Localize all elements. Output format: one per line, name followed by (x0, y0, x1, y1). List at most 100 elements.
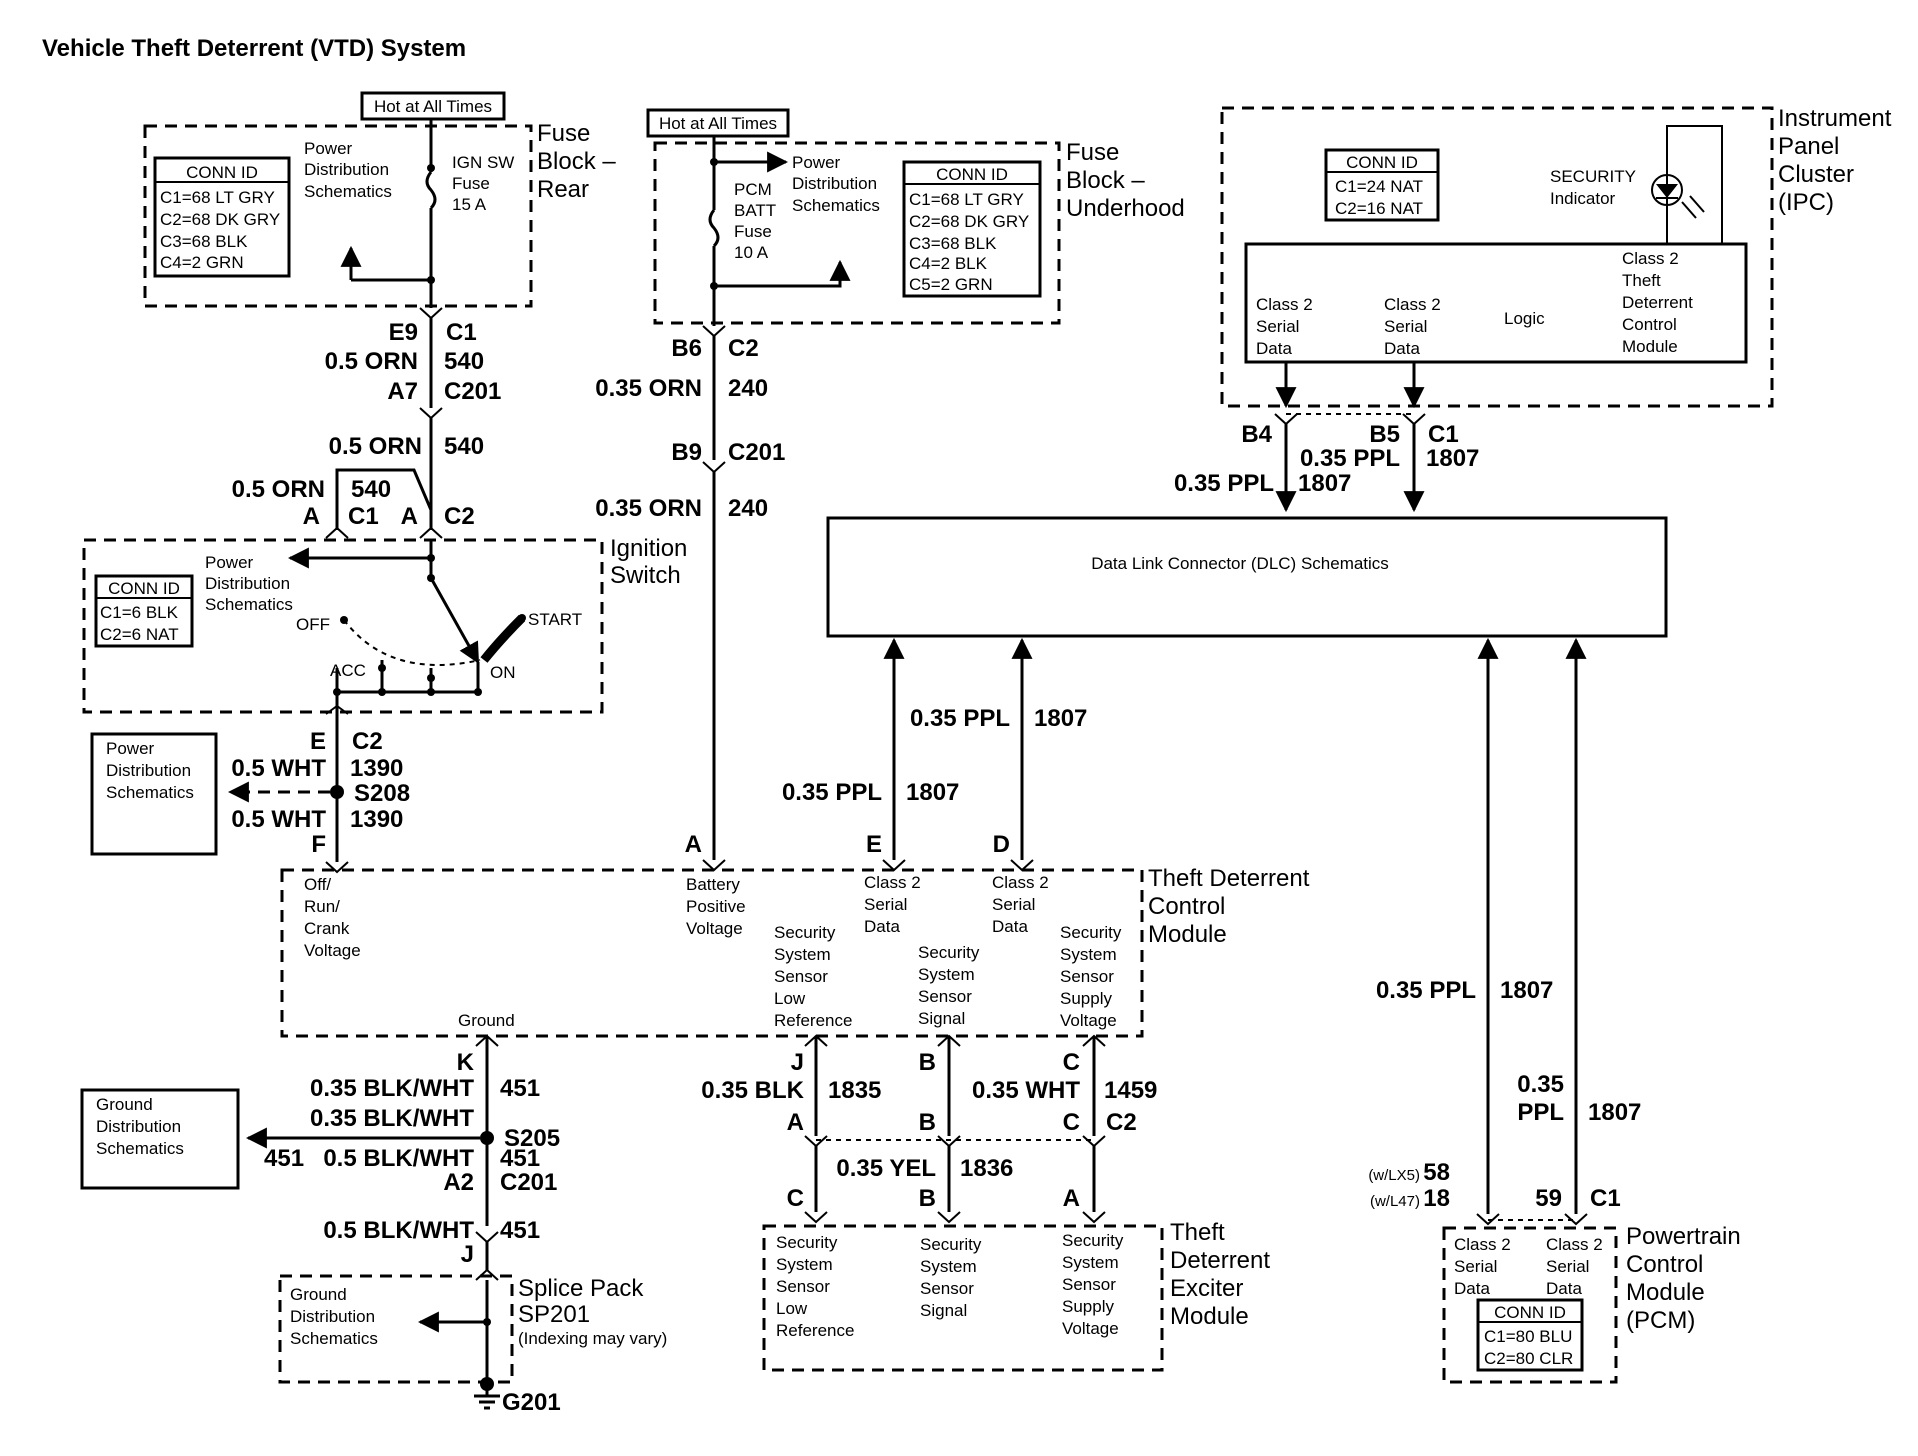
tdcm-lowref-label: System (774, 945, 831, 964)
ground-dist-label: Schematics (290, 1329, 378, 1348)
tdcm-signal-label: Security (918, 943, 980, 962)
circuit-number: 451 (500, 1075, 540, 1102)
pin-a: A (303, 503, 320, 530)
tdcm-class2-label: Serial (864, 895, 907, 914)
tdcm-orc-label: Off/ (304, 875, 331, 894)
circuit-number: 451 (500, 1217, 540, 1244)
conn-id-heading: CONN ID (1346, 153, 1418, 172)
tdcm-class2-label: Class 2 (864, 873, 921, 892)
ipc-logic-label: Logic (1504, 309, 1545, 328)
pin-f: F (311, 831, 326, 858)
conn-id-heading: CONN ID (186, 163, 258, 182)
power-dist-label: Distribution (106, 761, 191, 780)
conn-c2: C2=80 CLR (1484, 1349, 1573, 1368)
wire-color: 0.5 ORN (232, 476, 325, 503)
start-arc (480, 614, 526, 663)
wire-color: 0.35 WHT (972, 1077, 1080, 1104)
conn-c4: C4=2 GRN (160, 253, 244, 272)
pin-58: 58 (1423, 1159, 1450, 1186)
wire-451: K 0.35 BLK/WHT 451 0.35 BLK/WHT S205 451… (245, 1034, 560, 1281)
splice-pack-outline (278, 1274, 514, 1384)
ipc-tdcm-label: Class 2 (1622, 249, 1679, 268)
wire-240: B6 C2 0.35 ORN 240 B9 C201 0.35 ORN 240 … (595, 325, 785, 872)
circuit-number: 540 (444, 348, 484, 375)
tdem-signal-label: Sensor (920, 1279, 974, 1298)
wire-color: PPL (1517, 1099, 1564, 1126)
circuit-number: 240 (728, 495, 768, 522)
tdem-label: Exciter (1170, 1275, 1243, 1302)
pin-c: C (1063, 1109, 1080, 1136)
wire-color: 0.35 PPL (1376, 977, 1476, 1004)
tdem-outline (762, 1224, 1164, 1372)
tdcm-lowref-label: Security (774, 923, 836, 942)
tdcm-signal-label: Sensor (918, 987, 972, 1006)
power-dist-label: Schematics (792, 196, 880, 215)
hot-at-all-times-box-rear (360, 91, 506, 121)
power-dist-label: Distribution (304, 160, 389, 179)
conn-c2-label: C2 (728, 335, 759, 362)
ipc-class2-label: Data (1256, 339, 1292, 358)
wire-color: 0.35 BLK/WHT (310, 1075, 474, 1102)
ipc-label: Instrument (1778, 105, 1892, 132)
tdcm-battery-label: Battery (686, 875, 740, 894)
power-dist-label: Schematics (106, 783, 194, 802)
pcm-class2-label: Serial (1454, 1257, 1497, 1276)
tdcm-orc-label: Run/ (304, 897, 340, 916)
pin-j: J (791, 1049, 804, 1076)
wire-1390: E C2 0.5 WHT 1390 S208 0.5 WHT 1390 F (227, 704, 410, 874)
tdcm-orc-label: Crank (304, 919, 350, 938)
tdcm-outline (280, 868, 1144, 1038)
conn-c1-label: C1 (348, 503, 379, 530)
splice-pack-label: SP201 (518, 1301, 590, 1328)
circuit-number: 1390 (350, 806, 403, 833)
pcm-class2-label: Data (1546, 1279, 1582, 1298)
pin-a: A (685, 831, 702, 858)
wire-color: 0.5 BLK/WHT (323, 1145, 474, 1172)
tdcm-ground-label: Ground (458, 1011, 515, 1030)
security-led-icon (1651, 174, 1683, 206)
tdcm-signal-label: Signal (918, 1009, 965, 1028)
pin-e: E (866, 831, 882, 858)
wire-color: 0.35 ORN (595, 375, 702, 402)
tdem-label: Deterrent (1170, 1247, 1270, 1274)
conn-c1-label: C1 (1590, 1185, 1621, 1212)
ground-dist-box: Ground Distribution Schematics (80, 1088, 240, 1190)
pin-b9: B9 (671, 439, 702, 466)
security-indicator-label: Indicator (1550, 189, 1616, 208)
pin-a2: A2 (443, 1169, 474, 1196)
conn-id-box-ipc (1324, 148, 1440, 222)
pcm-label: Powertrain (1626, 1223, 1741, 1250)
wire-color: 0.35 PPL (1300, 445, 1400, 472)
fuse-block-underhood-label: Fuse (1066, 139, 1119, 166)
ground-g201-label: G201 (502, 1389, 561, 1416)
tdcm-supply-label: Sensor (1060, 967, 1114, 986)
wire-color: 0.5 WHT (231, 806, 326, 833)
circuit-number: 1807 (1588, 1099, 1641, 1126)
tdcm-label: Module (1148, 921, 1227, 948)
conn-c1-label: C1 (446, 319, 477, 346)
conn-c201-label: C201 (728, 439, 785, 466)
hot-at-all-times-label-underhood: Hot at All Times (659, 114, 777, 133)
ipc-tdcm-label: Theft (1622, 271, 1661, 290)
tdem-signal-label: Security (920, 1235, 982, 1254)
conn-c2: C2=16 NAT (1335, 199, 1423, 218)
conn-c2-label: C2 (1106, 1109, 1137, 1136)
power-dist-label: Power (205, 553, 254, 572)
pin-b5: B5 (1369, 421, 1400, 448)
acc-label: ACC (330, 661, 366, 680)
fuse-symbol (425, 171, 437, 210)
conn-c1-label: C1 (1428, 421, 1459, 448)
ground-dist-label: Distribution (290, 1307, 375, 1326)
tdcm-class2-label: Data (992, 917, 1028, 936)
power-dist-label: Distribution (205, 574, 290, 593)
pin-b6: B6 (671, 335, 702, 362)
conn-c3: C3=68 BLK (160, 232, 248, 251)
power-dist-label: Schematics (304, 182, 392, 201)
tdem-lowref-label: Low (776, 1299, 808, 1318)
conn-id-box-ign (94, 574, 194, 648)
splice-s208-label: S208 (354, 780, 410, 807)
circuit-number: 540 (444, 433, 484, 460)
ipc-class2-label: Serial (1384, 317, 1427, 336)
ipc-label: Panel (1778, 133, 1839, 160)
tdcm-signal-label: System (918, 965, 975, 984)
